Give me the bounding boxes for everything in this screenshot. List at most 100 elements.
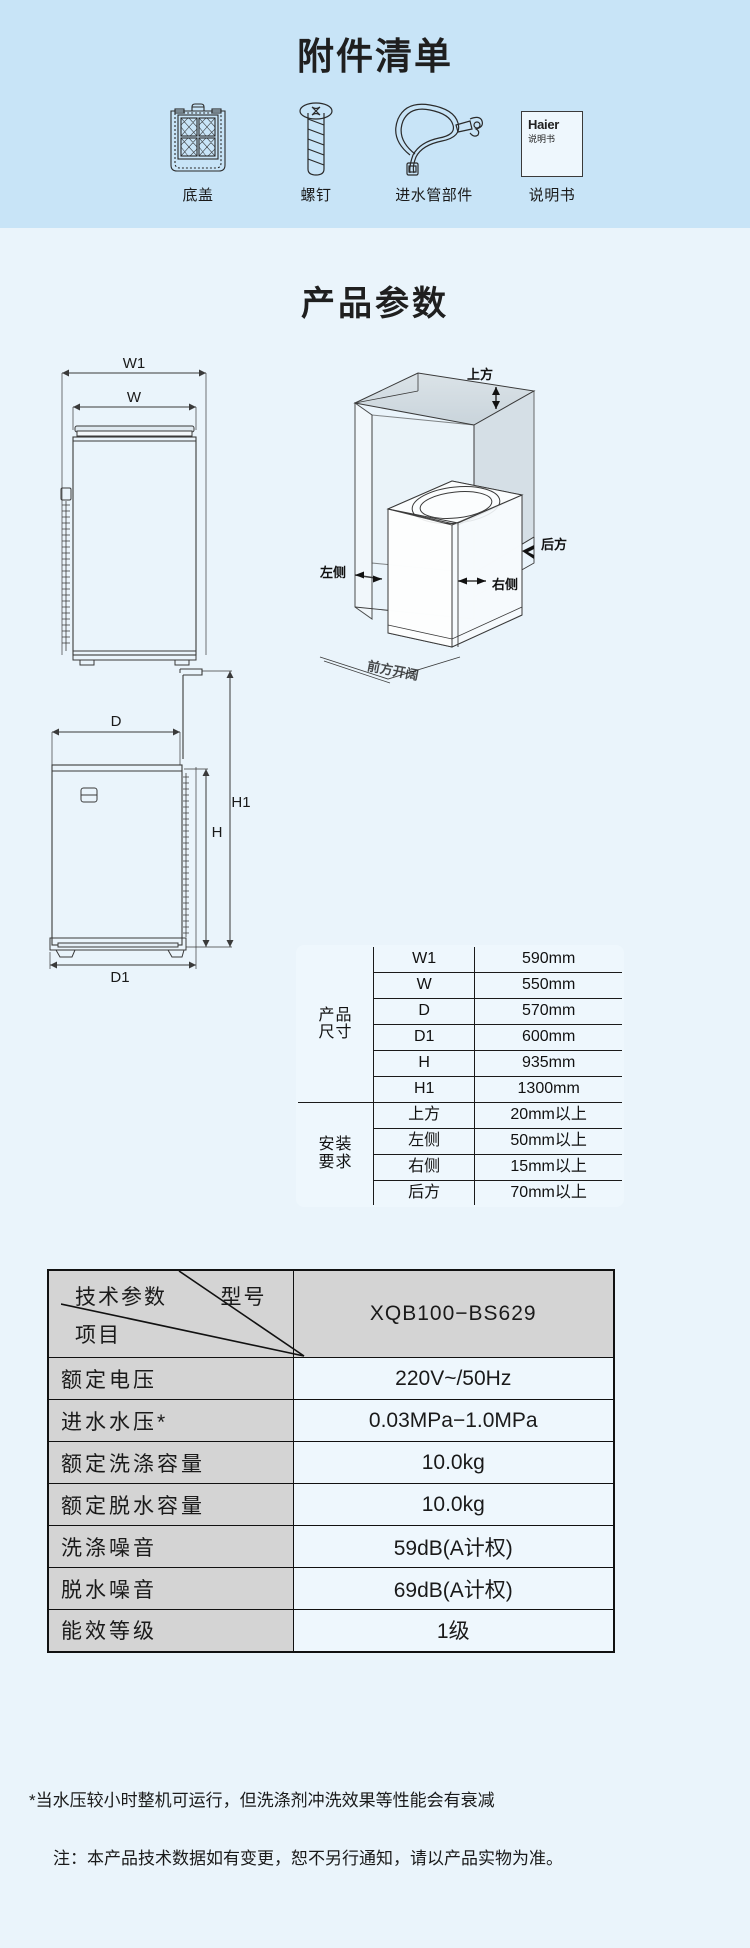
diagram-area: W1 W [0, 337, 750, 1207]
svg-text:H1: H1 [231, 794, 250, 811]
dim-key: 后方 [373, 1179, 476, 1205]
accessory-banner: 附件清单 [0, 0, 750, 228]
tech-spec-table-wrap: 技术参数 型号 项目 XQB100−BS629 额定电压 220V~/50Hz … [47, 1269, 615, 1653]
dim-value: 1300mm [474, 1075, 622, 1103]
installation-3d-diagram: 上方 左侧 右侧 后方 前方开阔 [319, 367, 567, 684]
group-line: 要求 [318, 1153, 353, 1171]
svg-text:前方开阔: 前方开阔 [366, 658, 420, 683]
tech-key: 额定洗涤容量 [47, 1441, 294, 1484]
accessory-label: 底盖 [182, 187, 214, 204]
table-row: D 570mm [298, 997, 622, 1025]
tech-key: 进水水压* [47, 1399, 294, 1442]
accessory-item-manual: Haier 说明书 说明书 [493, 97, 611, 205]
table-row: H 935mm [298, 1049, 622, 1077]
svg-text:D1: D1 [110, 969, 129, 986]
tech-key: 额定脱水容量 [47, 1483, 294, 1526]
dim-group-product-size: 产品 尺寸 [298, 947, 375, 1103]
dim-key: W [373, 971, 476, 999]
table-row: 脱水噪音 69dB(A计权) [47, 1567, 615, 1610]
dim-value: 550mm [474, 971, 622, 999]
dim-key: W1 [373, 947, 476, 973]
accessory-title: 附件清单 [297, 36, 453, 77]
dim-value: 600mm [474, 1023, 622, 1051]
product-params-section: 产品参数 [0, 228, 750, 1207]
tech-model-value: XQB100−BS629 [292, 1269, 615, 1358]
params-title: 产品参数 [301, 285, 449, 323]
svg-text:上方: 上方 [467, 367, 493, 382]
footnote-disclaimer: 注：本产品技术数据如有变更，恕不另行通知，请以产品实物为准。 [53, 1848, 563, 1868]
table-row: 产品 尺寸 W1 590mm [298, 947, 622, 1103]
accessory-item-bottom-cover: 底盖 [139, 97, 257, 205]
tech-spec-table: 技术参数 型号 项目 XQB100−BS629 额定电压 220V~/50Hz … [47, 1269, 615, 1653]
manual-sub-label: 说明书 [528, 134, 556, 144]
dim-key: H1 [373, 1075, 476, 1103]
accessory-item-screw: 螺钉 [257, 97, 375, 205]
screw-icon [295, 97, 337, 177]
dim-key: D1 [373, 1023, 476, 1051]
table-row: 安装 要求 上方 20mm以上 [298, 1101, 622, 1205]
table-row: 额定洗涤容量 10.0kg [47, 1441, 615, 1484]
tech-value: 59dB(A计权) [292, 1525, 615, 1568]
dim-value: 70mm以上 [474, 1179, 622, 1205]
tech-value: 0.03MPa−1.0MPa [292, 1399, 615, 1442]
inlet-hose-icon [382, 97, 486, 177]
svg-text:后方: 后方 [541, 537, 567, 552]
svg-text:右侧: 右侧 [491, 577, 518, 592]
accessory-item-inlet-hose: 进水管部件 [375, 97, 493, 205]
svg-text:W1: W1 [123, 355, 146, 372]
tech-key: 额定电压 [47, 1357, 294, 1400]
dim-key: 右侧 [373, 1153, 476, 1181]
accessory-list: 底盖 螺钉 [0, 97, 750, 205]
tech-header-item-label: 项目 [75, 1324, 121, 1347]
dim-value: 50mm以上 [474, 1127, 622, 1155]
diagonal-split-lines [61, 1271, 305, 1357]
group-line: 产品 [318, 1006, 353, 1024]
dim-key: 左侧 [373, 1127, 476, 1155]
tech-value: 220V~/50Hz [292, 1357, 615, 1400]
dimension-table-wrap: 产品 尺寸 W1 590mm W 550mm D 570mm D1 600mm [296, 945, 624, 1207]
tech-key: 脱水噪音 [47, 1567, 294, 1610]
table-row: 能效等级 1级 [47, 1609, 615, 1652]
table-row: 后方 70mm以上 [298, 1179, 622, 1205]
group-line: 安装 [318, 1136, 353, 1154]
bottom-cover-icon [165, 97, 231, 177]
dim-value: 935mm [474, 1049, 622, 1077]
tech-header-tech-label: 技术参数 [75, 1286, 167, 1309]
footnote-water-pressure: *当水压较小时整机可运行，但洗涤剂冲洗效果等性能会有衰减 [29, 1791, 495, 1810]
table-row: W 550mm [298, 971, 622, 999]
tech-value: 10.0kg [292, 1441, 615, 1484]
group-line: 尺寸 [318, 1024, 353, 1042]
table-row: 额定脱水容量 10.0kg [47, 1483, 615, 1526]
table-row: 进水水压* 0.03MPa−1.0MPa [47, 1399, 615, 1442]
dim-group-install-req: 安装 要求 [298, 1101, 375, 1205]
manual-icon: Haier 说明书 [521, 97, 583, 177]
tech-key: 洗涤噪音 [47, 1525, 294, 1568]
svg-text:W: W [127, 389, 142, 406]
footnotes: *当水压较小时整机可运行，但洗涤剂冲洗效果等性能会有衰减 注：本产品技术数据如有… [0, 1788, 750, 1873]
table-row: H1 1300mm [298, 1075, 622, 1103]
table-row: 洗涤噪音 59dB(A计权) [47, 1525, 615, 1568]
svg-text:H: H [212, 824, 223, 841]
dim-key: H [373, 1049, 476, 1077]
svg-text:D: D [111, 713, 122, 730]
tech-header-split-cell: 技术参数 型号 项目 [47, 1269, 305, 1358]
accessory-label: 螺钉 [300, 187, 332, 204]
table-row: 额定电压 220V~/50Hz [47, 1357, 615, 1400]
dim-key: D [373, 997, 476, 1025]
dim-value: 590mm [474, 947, 622, 973]
table-header-row: 技术参数 型号 项目 XQB100−BS629 [47, 1269, 615, 1358]
dim-value: 15mm以上 [474, 1153, 622, 1181]
tech-value: 1级 [292, 1609, 615, 1652]
dim-value: 20mm以上 [474, 1101, 622, 1129]
tech-header-model-label: 型号 [220, 1286, 267, 1309]
svg-text:左侧: 左侧 [320, 565, 346, 580]
dim-key: 上方 [373, 1101, 476, 1129]
accessory-label: 说明书 [528, 187, 576, 204]
side-view-diagram: D H H1 D1 [49, 668, 251, 986]
accessory-label: 进水管部件 [395, 187, 473, 204]
tech-value: 69dB(A计权) [292, 1567, 615, 1610]
front-view-diagram: W1 W [60, 355, 207, 666]
manual-brand-label: Haier [528, 117, 560, 132]
dim-value: 570mm [474, 997, 622, 1025]
dimension-table: 产品 尺寸 W1 590mm W 550mm D 570mm D1 600mm [296, 945, 624, 1207]
